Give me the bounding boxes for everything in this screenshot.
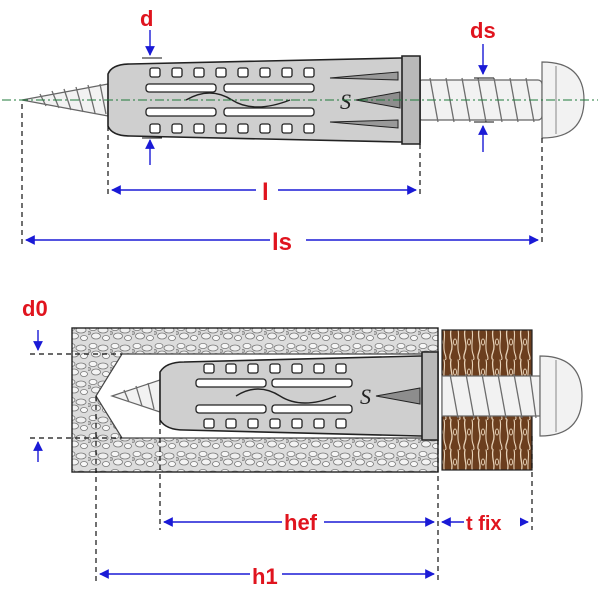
dim-hef: hef: [159, 420, 439, 580]
label-d: d: [140, 6, 153, 31]
dim-d: d: [140, 6, 162, 165]
label-ls: ls: [272, 229, 292, 256]
screw-head-bottom: [539, 355, 583, 437]
label-d0: d0: [22, 296, 48, 321]
label-l: l: [262, 179, 269, 206]
dim-d0: d0: [22, 296, 122, 462]
dim-ds: ds: [470, 18, 496, 152]
label-ds: ds: [470, 18, 496, 43]
top-assembly: S d ds l: [2, 6, 598, 256]
plug-mark-bottom: S: [360, 384, 371, 409]
dim-tfix: t fix: [441, 436, 533, 536]
plug-bottom: S: [159, 351, 439, 441]
label-tfix: t fix: [466, 513, 502, 535]
plug-teeth-lower: [149, 123, 315, 134]
plug-teeth-upper: [149, 67, 315, 78]
label-hef: hef: [284, 510, 318, 535]
dim-h1: h1: [95, 396, 435, 589]
dim-ls: ls: [21, 104, 543, 256]
plug-mark-top: S: [340, 89, 351, 114]
bottom-assembly: S d0 hef t fix h1: [22, 296, 583, 589]
label-h1: h1: [252, 564, 278, 589]
dim-l: l: [107, 126, 421, 206]
